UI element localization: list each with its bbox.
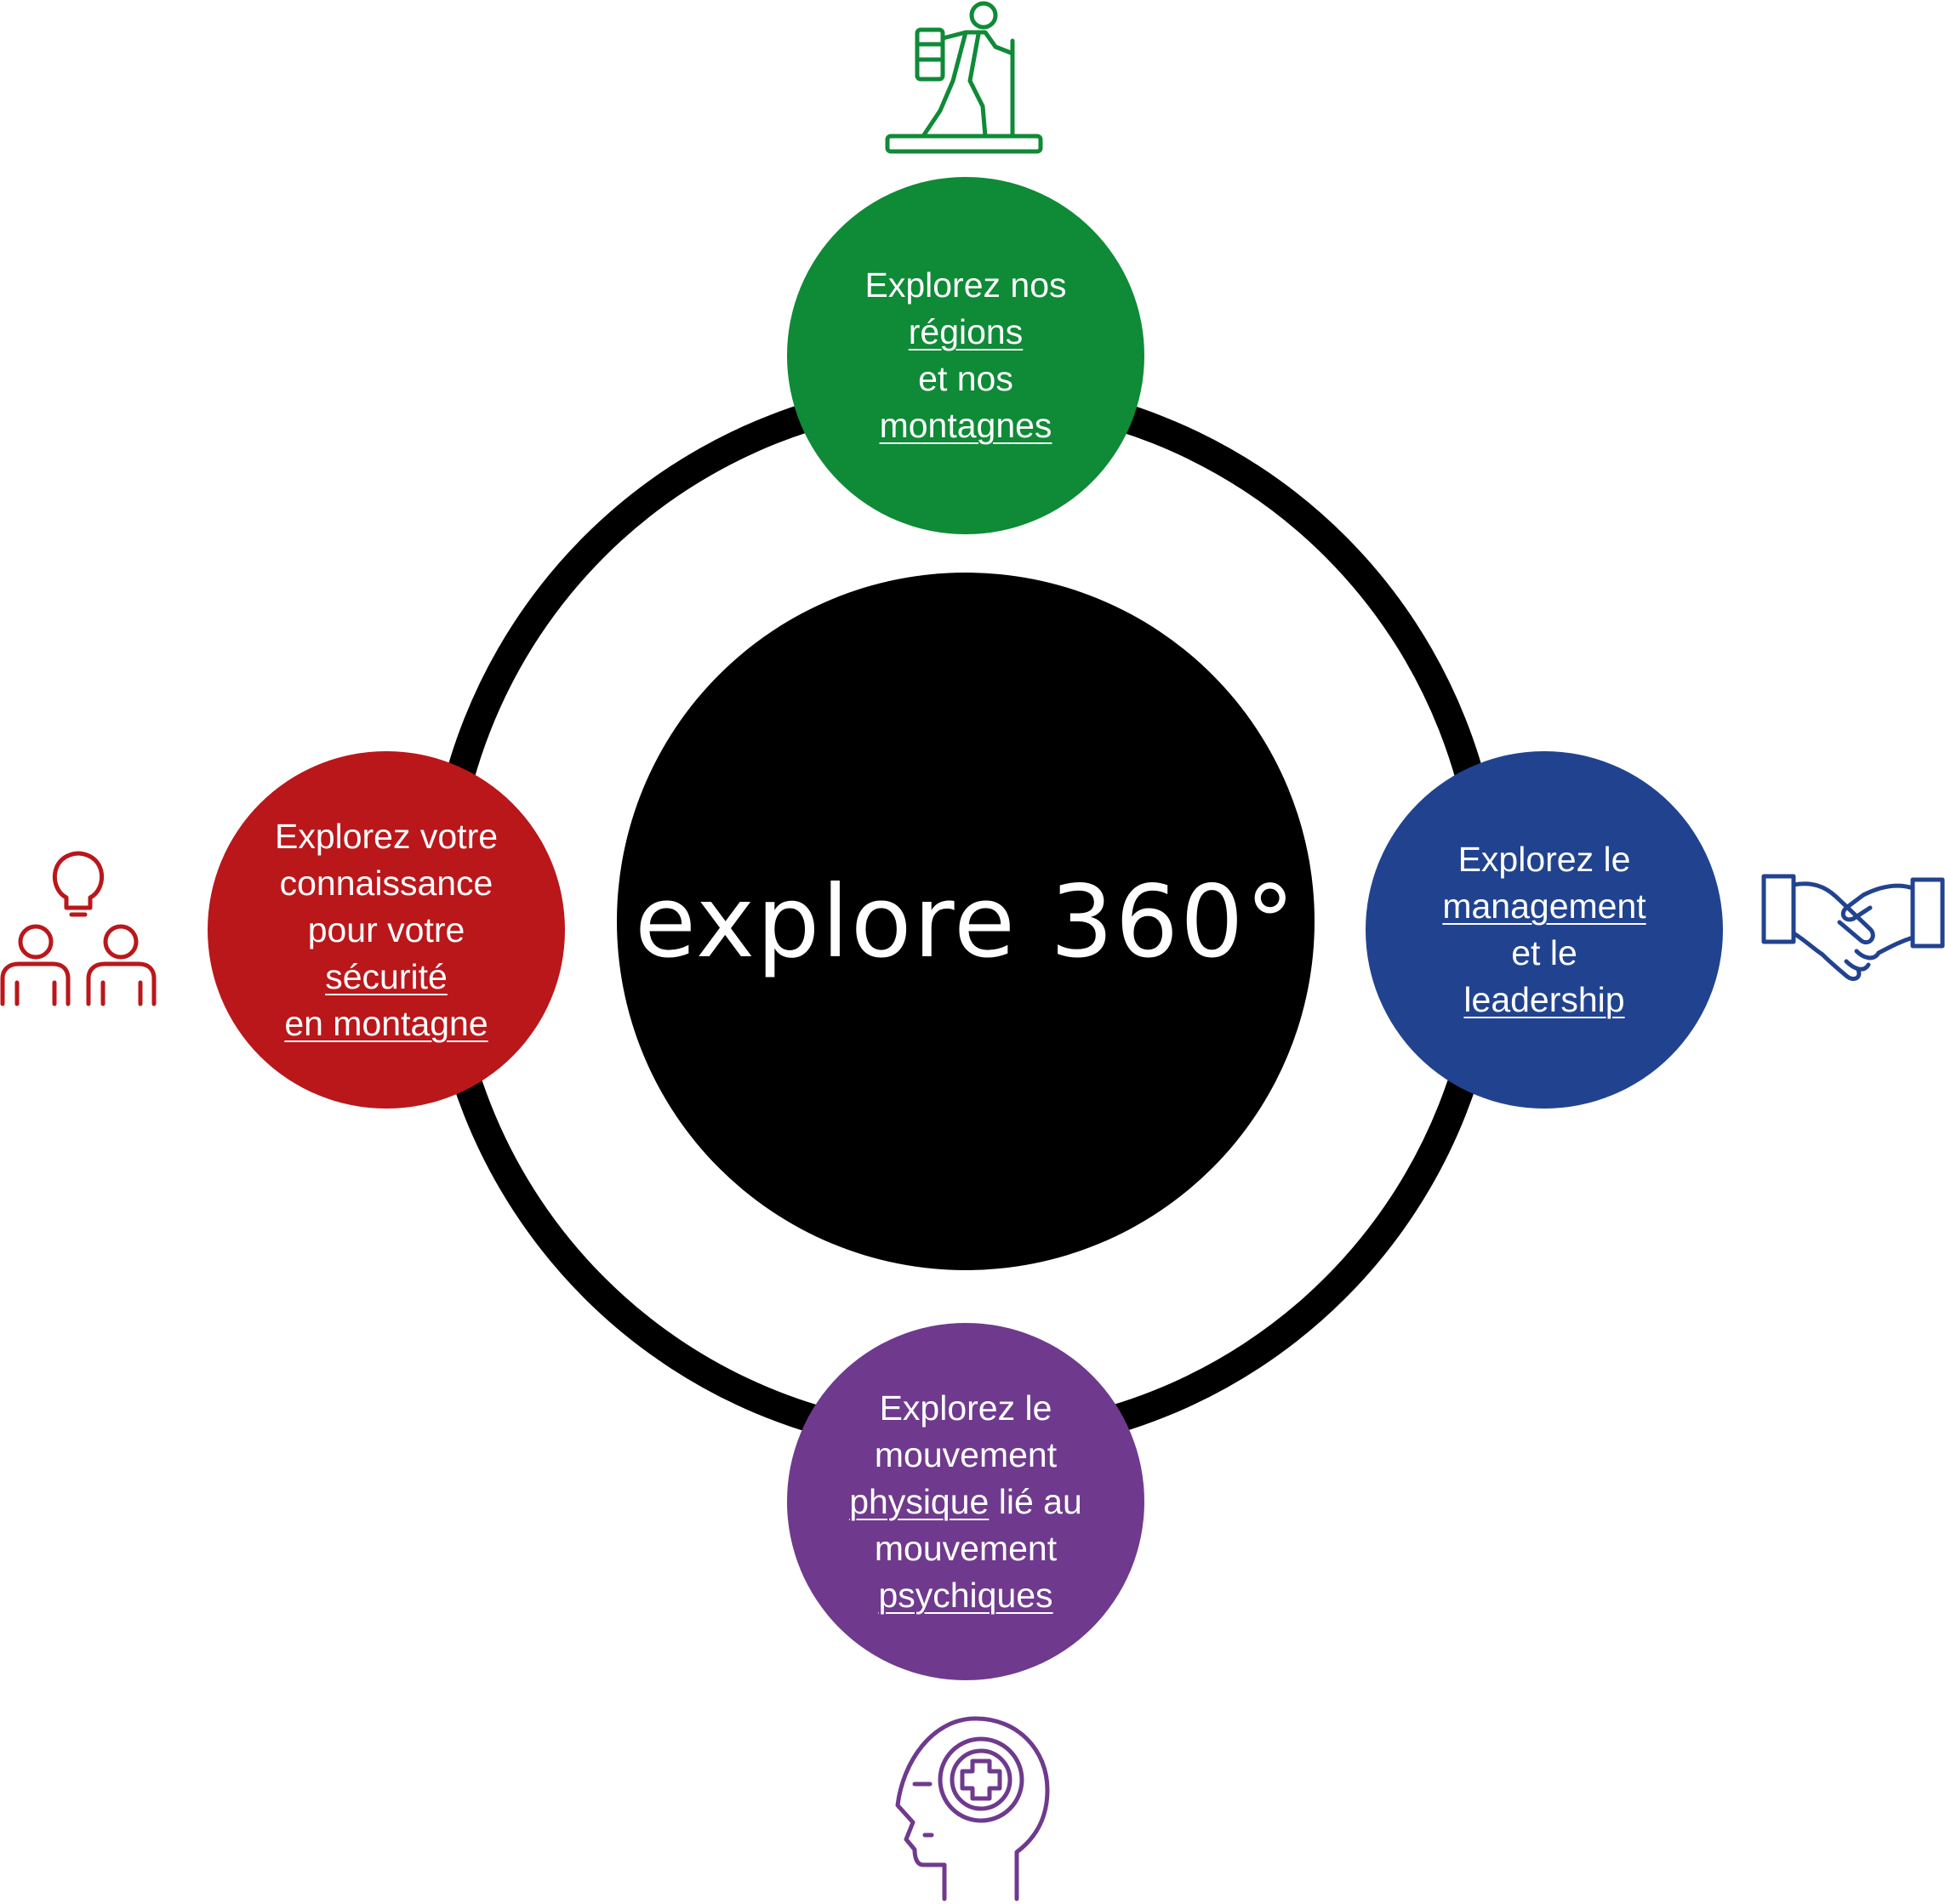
link-management[interactable]: management	[1442, 886, 1646, 926]
center-title: explore 360°	[634, 863, 1298, 980]
link-montagnes[interactable]: montagnes	[879, 406, 1052, 445]
node-management-leadership[interactable]: Explorez le management et le leadership	[1366, 751, 1723, 1109]
link-psychiques[interactable]: psychiques	[878, 1575, 1053, 1615]
node-right-line1: Explorez le	[1457, 840, 1631, 879]
node-top-line1: Explorez nos	[864, 265, 1067, 305]
node-left-line3: pour votre	[307, 909, 465, 949]
node-right-line3: et le	[1511, 933, 1577, 972]
node-left-line2: connaissance	[279, 863, 493, 903]
link-en-montagne[interactable]: en montagne	[284, 1003, 488, 1043]
team-idea-icon	[0, 847, 162, 1008]
hiker-icon	[885, 0, 1047, 157]
link-regions[interactable]: régions	[908, 312, 1024, 351]
node-bottom-line4: mouvement	[874, 1528, 1058, 1568]
node-bottom-line3-tail: lié au	[989, 1481, 1082, 1521]
handshake-icon	[1761, 869, 1945, 989]
link-physique[interactable]: physique	[849, 1481, 990, 1521]
node-securite-montagne[interactable]: Explorez votre connaissance pour votre s…	[208, 751, 565, 1109]
node-regions-montagnes[interactable]: Explorez nos régions et nos montagnes	[787, 177, 1144, 534]
node-left-line1: Explorez votre	[274, 816, 499, 856]
node-bottom-line2: mouvement	[874, 1434, 1058, 1474]
link-leadership[interactable]: leadership	[1463, 980, 1625, 1019]
mental-health-icon	[881, 1712, 1051, 1904]
center-hub: explore 360°	[617, 573, 1315, 1270]
node-top-line3: et nos	[918, 359, 1013, 398]
node-mouvement-physique[interactable]: Explorez le mouvement physique lié au mo…	[787, 1323, 1144, 1680]
link-securite[interactable]: sécurité	[325, 956, 448, 996]
node-bottom-line1: Explorez le	[879, 1388, 1052, 1428]
